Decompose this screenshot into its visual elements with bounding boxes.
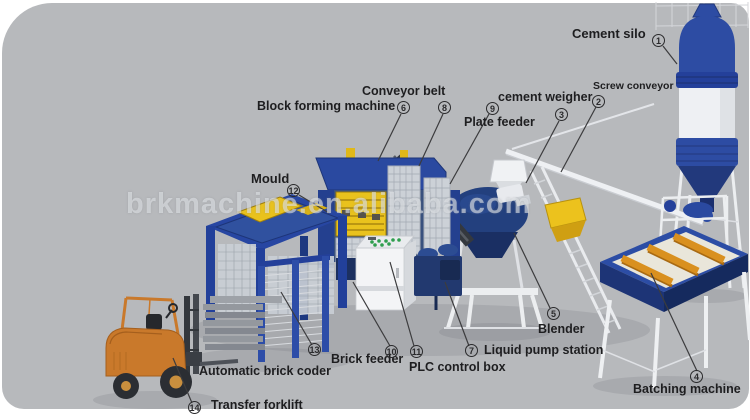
- leader-lines: [172, 45, 698, 404]
- label-blender: Blender: [538, 322, 585, 336]
- badge-12-mould: 12: [287, 184, 300, 197]
- liquid-pump-station-graphic: [414, 244, 462, 310]
- forklift-mast: [184, 296, 190, 376]
- skip-hoist-graphic: [529, 166, 622, 334]
- silo-ridge-band-bottom: [676, 138, 738, 166]
- label-liquid-pump-station: Liquid pump station: [484, 343, 604, 357]
- badge-14-transfer-forklift: 14: [188, 401, 201, 414]
- batching-machine-graphic: [598, 194, 750, 389]
- pallet-stack-graphic: [203, 296, 282, 350]
- silo-ridge-band-top: [676, 72, 738, 88]
- label-automatic-brick-coder: Automatic brick coder: [199, 364, 331, 378]
- badge-11-plc-control-box: 11: [410, 345, 423, 358]
- blender-graphic: [444, 184, 546, 329]
- overhead-guard: [120, 296, 180, 335]
- label-cement-weigher: cement weigher: [498, 90, 593, 104]
- batching-dividers: [620, 232, 726, 288]
- plc-buttons: [370, 238, 401, 247]
- forklift-seat: [146, 314, 162, 330]
- mesh-tower-plate-feeder: [423, 177, 451, 255]
- badge-3-cement-weigher: 3: [555, 108, 568, 121]
- batching-motor: [683, 202, 713, 218]
- badge-10-brick-feeder: 10: [385, 345, 398, 358]
- mould-stack: [335, 191, 387, 237]
- badge-1-cement-silo: 1: [652, 34, 665, 47]
- batching-legs: [598, 271, 750, 389]
- mould-canopy-graphic: [206, 194, 348, 324]
- label-mould: Mould: [251, 171, 290, 186]
- label-plc-control-box: PLC control box: [409, 360, 506, 374]
- label-conveyor-belt: Conveyor belt: [362, 84, 446, 98]
- badge-9-plate-feeder: 9: [486, 102, 499, 115]
- badge-2-screw-conveyor: 2: [592, 95, 605, 108]
- label-block-forming-machine: Block forming machine: [257, 99, 396, 113]
- plc-control-box-graphic: [354, 235, 416, 311]
- label-batching-machine: Batching machine: [633, 382, 741, 396]
- silo-dome: [679, 16, 735, 72]
- label-transfer-forklift: Transfer forklift: [211, 398, 303, 412]
- badge-8-conveyor-belt: 8: [438, 101, 451, 114]
- blender-stand: [452, 288, 538, 295]
- mould-on-table: [236, 196, 304, 223]
- transfer-forklift-graphic: [105, 294, 239, 399]
- label-plate-feeder: Plate feeder: [464, 115, 535, 129]
- badge-6-block-forming-machine: 6: [397, 101, 410, 114]
- badge-7-liquid-pump-station: 7: [465, 344, 478, 357]
- support-cable: [511, 103, 655, 150]
- silo-cap: [692, 3, 722, 18]
- badge-13-automatic-brick-coder: 13: [308, 343, 321, 356]
- label-screw-conveyor: Screw conveyor: [593, 80, 674, 92]
- silo-cone: [678, 166, 736, 198]
- label-cement-silo: Cement silo: [572, 26, 646, 41]
- label-brick-feeder: Brick feeder: [331, 352, 404, 366]
- forklift-forks: [199, 359, 239, 366]
- badge-5-blender: 5: [547, 307, 560, 320]
- badge-4-batching-machine: 4: [690, 370, 703, 383]
